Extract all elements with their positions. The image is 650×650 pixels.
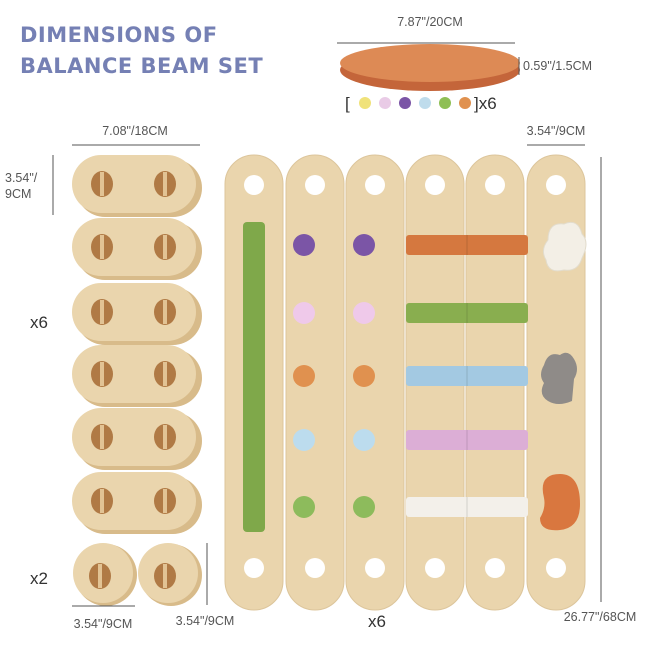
stepping-disc xyxy=(340,44,520,91)
beam xyxy=(285,154,345,611)
connector-block xyxy=(72,472,202,534)
connector-height-label-2: 9CM xyxy=(5,187,31,201)
connector-quantity-label: x6 xyxy=(30,313,48,332)
connector-block xyxy=(72,408,202,470)
color-dot xyxy=(293,302,315,324)
connector-height-label-1: 3.54"/ xyxy=(5,171,38,185)
color-dot xyxy=(293,234,315,256)
color-bar xyxy=(406,303,528,323)
small-connector-block xyxy=(138,543,202,606)
beam-hole xyxy=(244,558,264,578)
beam-body xyxy=(285,154,345,611)
peg-slot xyxy=(100,235,104,259)
peg-slot xyxy=(100,425,104,449)
beam-hole xyxy=(305,175,325,195)
connector-block xyxy=(72,345,202,407)
beam-hole xyxy=(244,175,264,195)
small-connector-quantity-label: x2 xyxy=(30,569,48,588)
peg-slot xyxy=(100,489,104,513)
color-dot xyxy=(353,365,375,387)
connector-block xyxy=(72,283,202,345)
color-dot xyxy=(353,496,375,518)
peg-slot xyxy=(163,425,167,449)
connector-face xyxy=(72,472,196,530)
disc-width-label: 7.87"/20CM xyxy=(397,15,463,29)
small-connector-height-label: 3.54"/9CM xyxy=(176,614,235,628)
color-bar xyxy=(406,430,528,450)
disc-color-dot xyxy=(419,97,431,109)
cloud-shape xyxy=(542,221,587,272)
peg-slot xyxy=(163,300,167,324)
beam-hole xyxy=(425,558,445,578)
beam-body xyxy=(345,154,405,611)
peg-slot xyxy=(100,362,104,386)
connector-block xyxy=(72,218,202,280)
peg-slot xyxy=(163,489,167,513)
gray-stone-shape xyxy=(541,352,577,404)
connector-face xyxy=(72,408,196,466)
disc-color-dot xyxy=(359,97,371,109)
beam-hole xyxy=(305,558,325,578)
connector-face xyxy=(72,283,196,341)
beam-hole xyxy=(546,558,566,578)
beam-hole xyxy=(485,175,505,195)
beam-hole xyxy=(546,175,566,195)
beam-hole xyxy=(365,175,385,195)
title-line-2: BALANCE BEAM SET xyxy=(20,54,263,78)
green-stick xyxy=(243,222,265,532)
connector-width-label: 7.08"/18CM xyxy=(102,124,168,138)
disc-color-dot xyxy=(459,97,471,109)
beam-hole xyxy=(485,558,505,578)
beam-quantity-label: x6 xyxy=(368,612,386,631)
peg-slot xyxy=(100,172,104,196)
color-dot xyxy=(353,234,375,256)
peg-slot xyxy=(163,362,167,386)
disc-quantity-label: ]x6 xyxy=(474,94,497,113)
small-connector-width-label: 3.54"/9CM xyxy=(74,617,133,631)
connector-block xyxy=(72,155,202,217)
connector-face xyxy=(72,155,196,213)
color-dot xyxy=(293,429,315,451)
beam xyxy=(345,154,405,611)
color-dot xyxy=(293,496,315,518)
peg-slot xyxy=(163,172,167,196)
color-dot xyxy=(293,365,315,387)
connector-face xyxy=(72,218,196,276)
color-dot xyxy=(353,429,375,451)
connector-face xyxy=(72,345,196,403)
color-bar xyxy=(406,497,528,517)
beam-hole xyxy=(365,558,385,578)
orange-bean-shape xyxy=(540,474,580,531)
peg-slot xyxy=(100,300,104,324)
peg-slot xyxy=(98,564,102,588)
color-bar xyxy=(406,366,528,386)
disc-color-dot xyxy=(399,97,411,109)
disc-color-dot xyxy=(379,97,391,109)
beam-length-label: 26.77"/68CM xyxy=(564,610,637,624)
title-line-1: DIMENSIONS OF xyxy=(20,23,218,47)
beam-hole xyxy=(425,175,445,195)
bracket-open: [ xyxy=(345,94,350,113)
beam-width-label: 3.54"/9CM xyxy=(527,124,586,138)
small-connector-block xyxy=(73,543,137,606)
color-dot xyxy=(353,302,375,324)
peg-slot xyxy=(163,564,167,588)
disc-color-dot xyxy=(439,97,451,109)
peg-slot xyxy=(163,235,167,259)
disc-thickness-label: 0.59"/1.5CM xyxy=(523,59,592,73)
color-bar xyxy=(406,235,528,255)
